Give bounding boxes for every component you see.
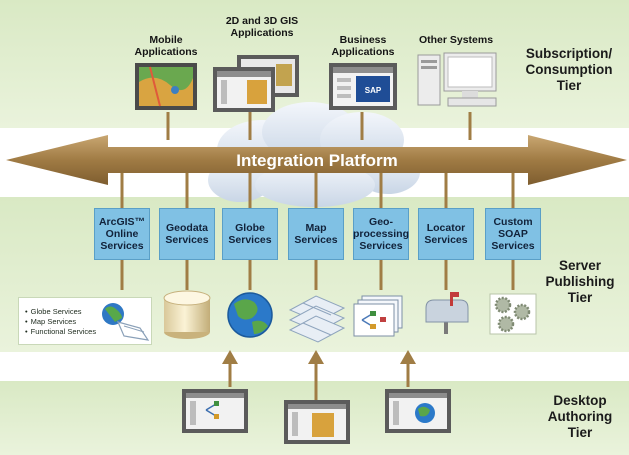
online-services-legend: Globe Services Map Services Functional S… bbox=[18, 297, 152, 345]
subscription-tier-label: Subscription/ Consumption Tier bbox=[525, 46, 613, 93]
gis-applications-label: 2D and 3D GIS Applications bbox=[225, 15, 299, 39]
map-services-label: Map Services bbox=[294, 222, 338, 246]
custom-soap-services-box: Custom SOAP Services bbox=[485, 208, 541, 260]
map-grid-icon bbox=[288, 295, 346, 343]
geoprocessing-services-label: Geo- processing Services bbox=[352, 216, 410, 252]
locator-services-label: Locator Services bbox=[424, 222, 468, 246]
custom-soap-services-label: Custom SOAP Services bbox=[491, 216, 535, 252]
integration-platform-label: Integration Platform bbox=[236, 151, 398, 170]
mailbox-icon bbox=[425, 292, 469, 334]
sap-logo-text: SAP bbox=[365, 86, 382, 95]
business-applications-label: Business Applications bbox=[331, 34, 395, 58]
geodata-services-label: Geodata Services bbox=[165, 222, 209, 246]
globe-services-label: Globe Services bbox=[228, 222, 272, 246]
list-item: Functional Services bbox=[25, 327, 96, 337]
list-item: Globe Services bbox=[25, 307, 96, 317]
desktop-window-icon bbox=[182, 389, 451, 444]
desktop-upward-arrows bbox=[222, 350, 416, 400]
arcgis-online-services-label: ArcGIS™ Online Services bbox=[98, 216, 146, 252]
online-services-list: Globe Services Map Services Functional S… bbox=[25, 307, 96, 337]
server-tier-label: Server Publishing Tier bbox=[545, 258, 615, 305]
integration-platform-arrow bbox=[6, 135, 627, 185]
service-connectors bbox=[120, 173, 515, 290]
geodata-services-box: Geodata Services bbox=[159, 208, 215, 260]
globe-icon bbox=[227, 292, 273, 338]
computer-icon bbox=[417, 52, 497, 107]
geoprocessing-services-box: Geo- processing Services bbox=[353, 208, 409, 260]
database-icon bbox=[163, 290, 211, 339]
gears-icon bbox=[489, 293, 537, 335]
mobile-applications-label: Mobile Applications bbox=[134, 34, 198, 58]
list-item: Map Services bbox=[25, 317, 96, 327]
locator-services-box: Locator Services bbox=[418, 208, 474, 260]
globe-services-box: Globe Services bbox=[222, 208, 278, 260]
desktop-tier-label: Desktop Authoring Tier bbox=[547, 393, 613, 440]
business-window-icon: SAP bbox=[329, 63, 397, 110]
gis-window-icon bbox=[213, 55, 299, 112]
top-connectors bbox=[166, 112, 472, 140]
map-services-box: Map Services bbox=[288, 208, 344, 260]
arcgis-online-services-box: ArcGIS™ Online Services bbox=[94, 208, 150, 260]
other-systems-label: Other Systems bbox=[418, 34, 494, 46]
process-docs-icon bbox=[353, 295, 403, 337]
map-screen-icon bbox=[135, 63, 197, 110]
